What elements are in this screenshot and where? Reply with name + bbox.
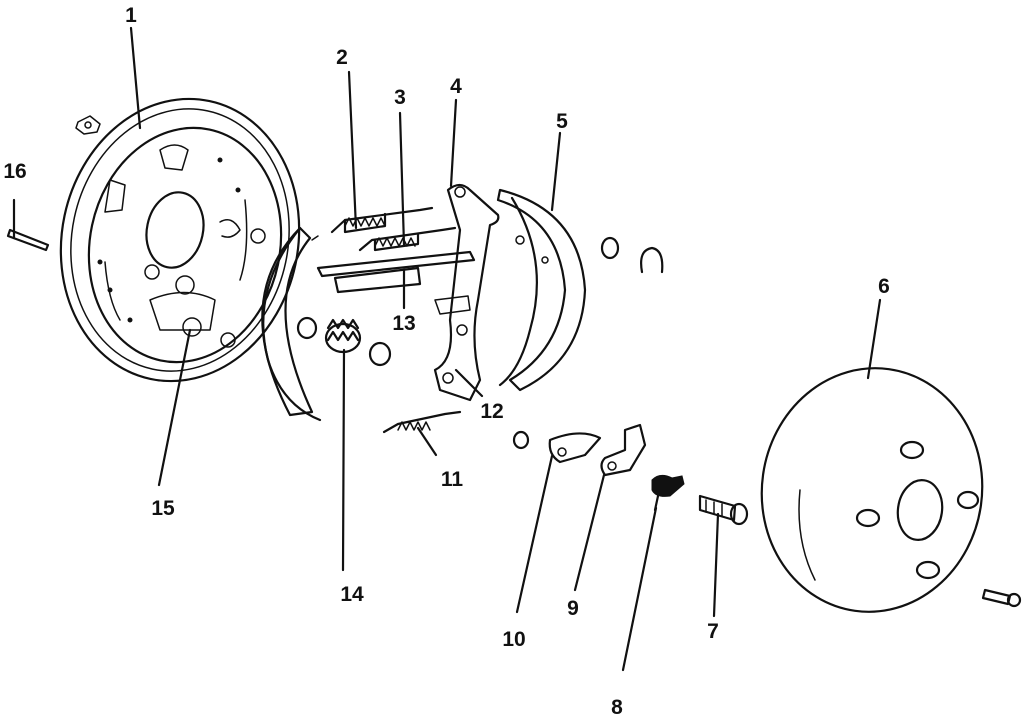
label-10: 10 <box>502 628 525 651</box>
spring-11 <box>382 410 462 434</box>
label-11: 11 <box>441 468 464 491</box>
spring-2 <box>330 206 434 234</box>
plate-9 <box>600 423 647 477</box>
label-2: 2 <box>336 46 348 69</box>
label-6: 6 <box>878 275 890 298</box>
washer <box>512 430 530 450</box>
label-9: 9 <box>567 597 579 620</box>
label-5: 5 <box>556 110 568 133</box>
label-13: 13 <box>392 312 415 335</box>
plate-nut <box>75 115 101 135</box>
label-4: 4 <box>450 75 462 98</box>
label-7: 7 <box>707 620 719 643</box>
brake-drum <box>760 367 984 613</box>
drum-bolt <box>981 588 1022 608</box>
label-15: 15 <box>151 497 175 520</box>
plate-10 <box>548 432 602 464</box>
stud-7 <box>698 494 749 526</box>
part-labels: 1 2 3 4 5 6 7 8 9 10 11 12 13 14 15 16 <box>3 4 890 719</box>
backing-plate <box>59 97 301 383</box>
spring-3 <box>358 226 457 252</box>
label-14: 14 <box>340 583 364 606</box>
label-16: 16 <box>3 160 26 183</box>
label-1: 1 <box>125 4 137 27</box>
shoe-clips <box>600 236 664 274</box>
clip-8 <box>651 474 685 512</box>
label-8: 8 <box>611 696 623 719</box>
strut-13 <box>316 250 476 294</box>
label-3: 3 <box>394 86 406 109</box>
bolt-16 <box>6 198 50 252</box>
label-12: 12 <box>480 400 503 423</box>
brake-shoe-left <box>261 226 322 422</box>
leader-lines <box>129 26 882 672</box>
brake-shoe-right <box>496 188 587 392</box>
lever-4 <box>433 183 500 402</box>
